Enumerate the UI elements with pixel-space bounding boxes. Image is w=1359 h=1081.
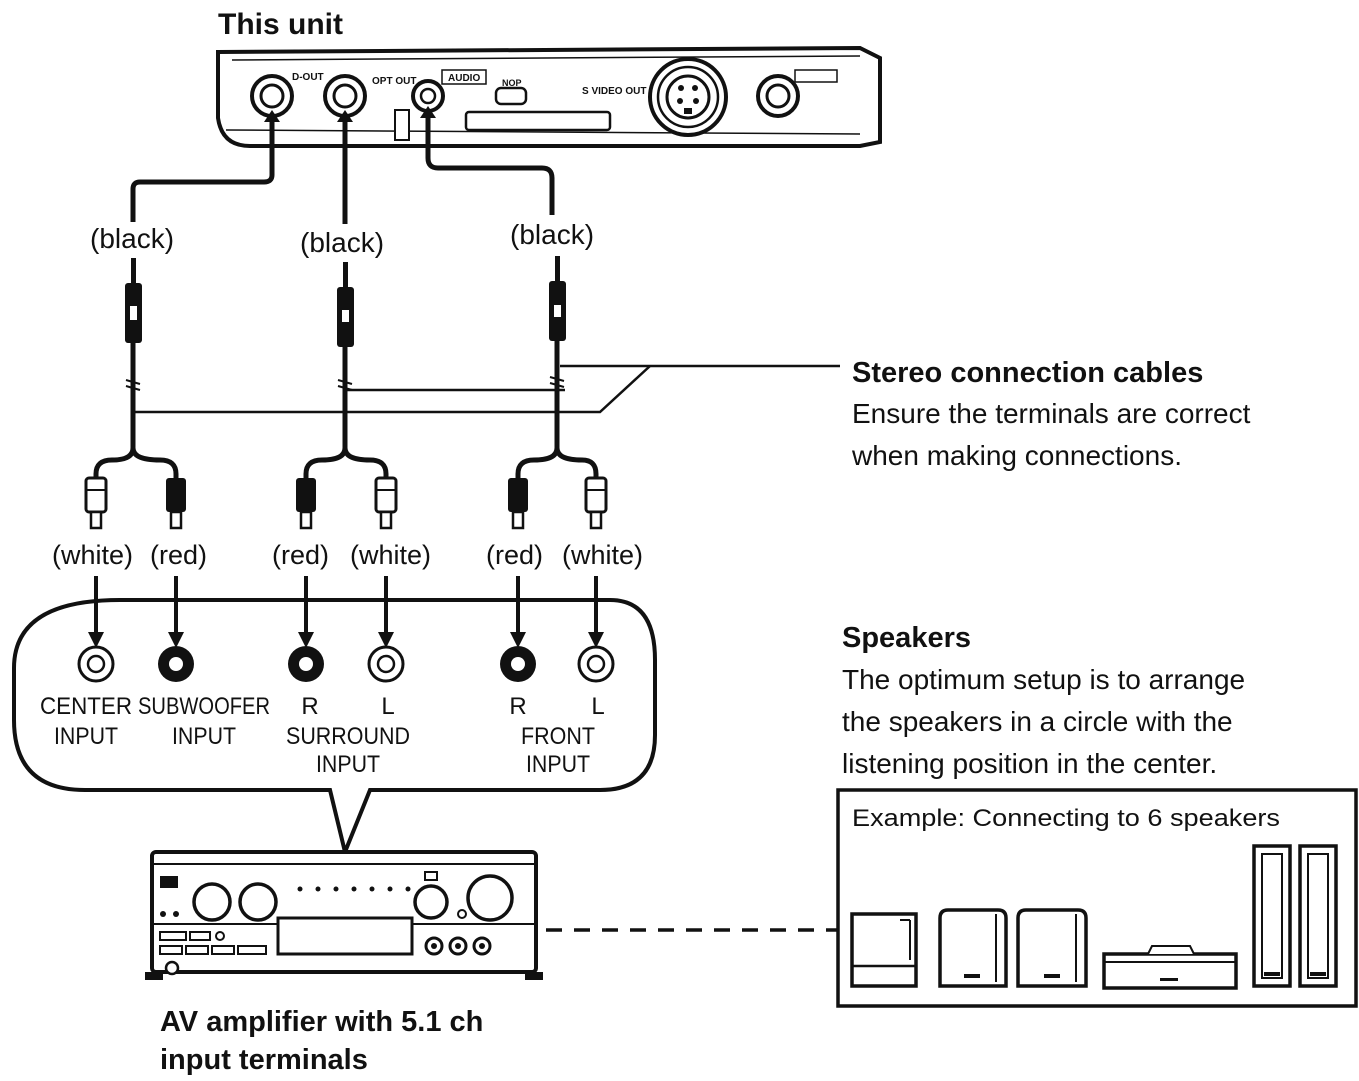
plug-label-middle: (black) xyxy=(300,227,384,258)
speaker-front-right xyxy=(1298,844,1338,988)
amplifier-label-1: AV amplifier with 5.1 ch xyxy=(160,1006,483,1038)
amp-knob-3 xyxy=(413,884,449,920)
speaker-front-left xyxy=(1252,844,1292,988)
label-center: CENTER xyxy=(40,693,132,720)
unit-title: This unit xyxy=(218,8,343,41)
cables-text-1: Ensure the terminals are correct xyxy=(852,398,1251,429)
label-surround: SURROUND xyxy=(286,723,410,750)
label-surround-l: L xyxy=(381,693,394,720)
amp-knob-2 xyxy=(238,882,278,922)
jack-dout xyxy=(250,74,294,118)
speakers-example-box: Example: Connecting to 6 speakers xyxy=(836,788,1358,1008)
color-label-white-3: (white) xyxy=(562,540,643,570)
cables-title: Stereo connection cables xyxy=(852,357,1203,389)
jack-center-input xyxy=(77,645,115,683)
amp-display xyxy=(276,916,414,956)
cables-text-2: when making connections. xyxy=(851,440,1182,471)
jack-audio xyxy=(411,79,445,113)
label-surround-input: INPUT xyxy=(316,751,380,778)
color-label-red-1: (red) xyxy=(150,540,207,570)
color-label-red-2: (red) xyxy=(272,540,329,570)
plug-label-right: (black) xyxy=(510,219,594,250)
rca-plug-white-center xyxy=(84,476,108,530)
label-subwoofer-input: INPUT xyxy=(172,723,236,750)
port-label-audio: AUDIO xyxy=(448,73,480,84)
jack-svideo xyxy=(648,57,728,137)
label-front-r: R xyxy=(509,693,526,720)
jack-surround-r xyxy=(288,646,324,682)
speakers-text-2: the speakers in a circle with the xyxy=(842,706,1233,737)
speaker-subwoofer xyxy=(850,912,918,988)
speakers-title: Speakers xyxy=(842,622,971,654)
port-label-optout: OPT OUT xyxy=(372,76,416,87)
cable-left xyxy=(130,110,280,222)
label-center-input: INPUT xyxy=(54,723,118,750)
amplifier-label-2: input terminals xyxy=(160,1044,368,1076)
color-label-red-3: (red) xyxy=(486,540,543,570)
rca-plug-red-subwoofer xyxy=(166,478,186,530)
mini-plug-right xyxy=(549,256,566,341)
jack-front-l xyxy=(577,645,615,683)
label-subwoofer: SUBWOOFER xyxy=(138,693,270,720)
jack-optout xyxy=(323,74,367,118)
speaker-center xyxy=(1102,945,1238,990)
cables-callout-leader xyxy=(135,364,840,414)
insert-arrows xyxy=(88,576,604,648)
rca-plug-red-front xyxy=(508,478,528,530)
speakers-text-1: The optimum setup is to arrange xyxy=(842,664,1245,695)
jack-front-r xyxy=(500,646,536,682)
speaker-surround-left xyxy=(938,908,1008,988)
color-label-white-2: (white) xyxy=(350,540,431,570)
mini-plug-middle xyxy=(337,262,354,347)
speaker-surround-right xyxy=(1016,908,1088,988)
jack-subwoofer-input xyxy=(158,646,194,682)
label-front-l: L xyxy=(591,693,604,720)
amp-knob-1 xyxy=(192,882,232,922)
jack-surround-l xyxy=(367,645,405,683)
card-slot xyxy=(464,110,612,132)
jack-right xyxy=(756,74,800,118)
speakers-text-3: listening position in the center. xyxy=(842,748,1217,779)
av-amplifier xyxy=(145,850,543,980)
cable-middle xyxy=(337,110,353,224)
port-label-svideo: S VIDEO OUT xyxy=(582,86,646,97)
color-label-white-1: (white) xyxy=(52,540,133,570)
label-front: FRONT xyxy=(521,723,595,750)
label-surround-r: R xyxy=(301,693,318,720)
rca-plug-white-surround xyxy=(374,476,398,530)
speakers-example-caption: Example: Connecting to 6 speakers xyxy=(852,805,1280,832)
label-front-input: INPUT xyxy=(526,751,590,778)
plug-label-left: (black) xyxy=(90,223,174,254)
rca-plug-red-surround xyxy=(296,478,316,530)
mini-plug-left xyxy=(125,258,142,343)
nop-switch xyxy=(494,86,528,106)
cable-right xyxy=(420,106,555,215)
port-label-dout: D-OUT xyxy=(292,72,324,83)
amp-volume-knob xyxy=(466,874,514,922)
port-label-nop: NOP xyxy=(502,78,522,88)
rca-plug-white-front xyxy=(584,476,608,530)
power-button xyxy=(160,876,178,888)
this-unit: This unit D-OUT OPT OUT AUDIO NOP S VIDE… xyxy=(216,8,882,148)
